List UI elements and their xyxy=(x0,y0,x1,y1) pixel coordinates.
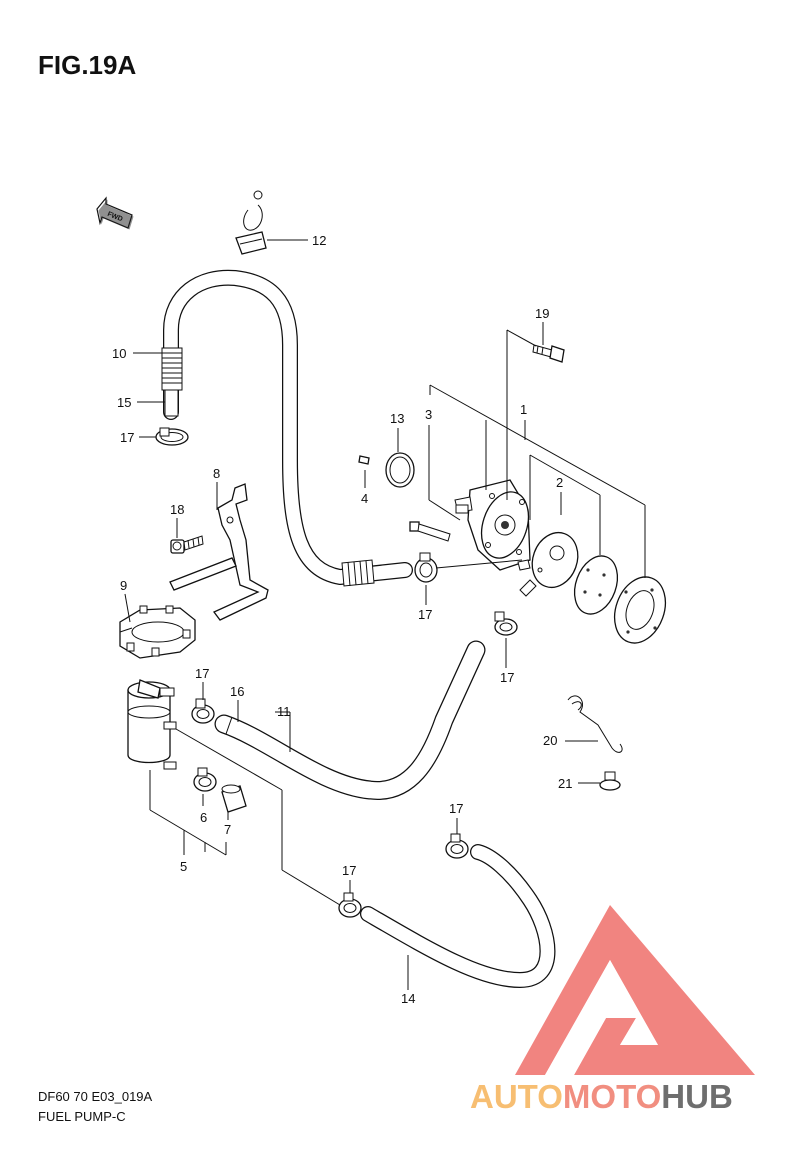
callout-12: 12 xyxy=(312,233,326,248)
bracket-8 xyxy=(169,483,269,621)
svg-text:AUTOMOTOHUB: AUTOMOTOHUB xyxy=(470,1078,733,1115)
leader-lines xyxy=(124,239,646,990)
callout-17-c: 17 xyxy=(500,670,514,685)
model-code: DF60 70 E03_019A xyxy=(38,1089,153,1104)
callout-3: 3 xyxy=(425,407,432,422)
bolt-19 xyxy=(532,344,565,363)
fwd-arrow-icon: FWD xyxy=(96,196,134,230)
callout-labels: 1 2 3 4 5 6 7 8 9 10 11 12 13 14 15 16 1… xyxy=(112,233,572,1006)
hose-clip-17-d xyxy=(191,698,215,724)
figure-caption: FUEL PUMP-C xyxy=(38,1109,126,1124)
watermark-triangle-icon xyxy=(515,905,755,1075)
screw-21 xyxy=(599,771,621,791)
fuel-pump-body-3 xyxy=(454,479,531,571)
callout-11: 11 xyxy=(277,704,291,719)
pin-4 xyxy=(358,455,370,465)
hose-clip-17-f xyxy=(445,833,469,859)
hose-10-corrugation-lower xyxy=(341,559,375,587)
hose-10-corrugation xyxy=(161,347,183,391)
bolt-18 xyxy=(170,535,204,554)
hose-clip-17-c xyxy=(494,611,518,636)
callout-19: 19 xyxy=(535,306,549,321)
watermark-moto: MOTO xyxy=(563,1078,661,1115)
diaphragm-2 xyxy=(517,531,579,597)
callout-8: 8 xyxy=(213,466,220,481)
wire-clip-20 xyxy=(567,695,623,753)
callout-5: 5 xyxy=(180,859,187,874)
hose-clip-17-a xyxy=(155,427,189,446)
callout-17-a: 17 xyxy=(120,430,134,445)
hose-10-loop xyxy=(163,269,413,585)
watermark-auto: AUTO xyxy=(470,1078,563,1115)
callout-14: 14 xyxy=(401,991,415,1006)
callout-4: 4 xyxy=(361,491,368,506)
pipe-15 xyxy=(164,389,179,417)
callout-17-f: 17 xyxy=(342,863,356,878)
cover-ring xyxy=(613,576,667,644)
callout-10: 10 xyxy=(112,346,126,361)
callout-20: 20 xyxy=(543,733,557,748)
o-ring-13 xyxy=(385,452,415,488)
clip-12 xyxy=(235,190,267,255)
callout-9: 9 xyxy=(120,578,127,593)
watermark-hub: HUB xyxy=(661,1078,733,1115)
callout-6: 6 xyxy=(200,810,207,825)
callout-2: 2 xyxy=(556,475,563,490)
figure-title: FIG.19A xyxy=(38,50,136,80)
cap-7 xyxy=(221,784,247,813)
hose-clip-17-e xyxy=(193,767,217,792)
callout-17-b: 17 xyxy=(418,607,432,622)
hose-11 xyxy=(214,640,486,800)
hose-14 xyxy=(360,844,556,988)
watermark-logo: AUTOMOTOHUB xyxy=(470,905,755,1115)
fuel-filter-5 xyxy=(127,679,177,770)
callout-15: 15 xyxy=(117,395,131,410)
gasket-plate xyxy=(573,555,619,615)
bracket-9 xyxy=(119,605,196,659)
hose-clip-17-g xyxy=(338,892,362,918)
callout-7: 7 xyxy=(224,822,231,837)
callout-21: 21 xyxy=(558,776,572,791)
bolt-3 xyxy=(409,521,451,542)
callout-13: 13 xyxy=(390,411,404,426)
callout-18: 18 xyxy=(170,502,184,517)
callout-16: 16 xyxy=(230,684,244,699)
callout-17-e: 17 xyxy=(449,801,463,816)
hose-clip-17-b xyxy=(414,552,438,583)
callout-17-d: 17 xyxy=(195,666,209,681)
callout-1: 1 xyxy=(520,402,527,417)
